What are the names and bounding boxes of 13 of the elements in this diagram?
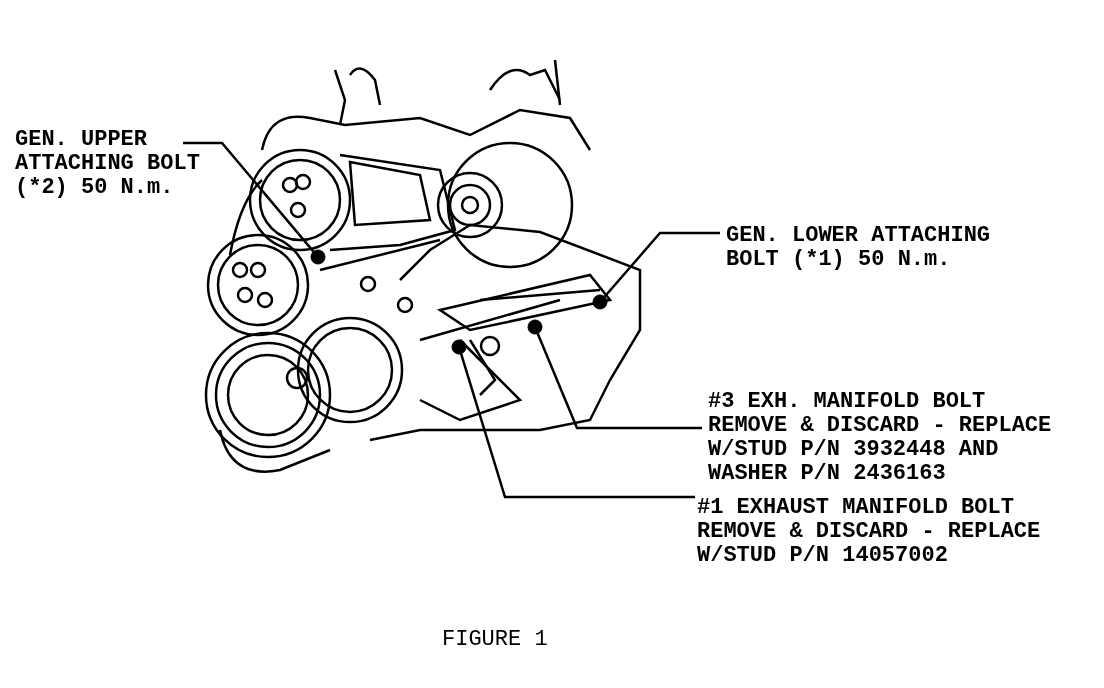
callout-text: GEN. UPPER ATTACHING BOLT (*2) 50 N.m.: [15, 128, 214, 200]
bolt-head: [527, 319, 543, 335]
callout-text: GEN. LOWER ATTACHING BOLT (*1) 50 N.m.: [726, 224, 1004, 272]
leader-line: [183, 141, 315, 253]
bolt-head: [310, 249, 326, 265]
callout-text: #3 EXH. MANIFOLD BOLT REMOVE & DISCARD - REPLACE W/STUD P/N 3932448 AND WASHER P/N 2436163: [708, 390, 1065, 486]
leader-line: [536, 333, 702, 430]
bolt-head: [592, 294, 608, 310]
callout-text: #1 EXHAUST MANIFOLD BOLT REMOVE & DISCARD - REPLACE W/STUD P/N 14057002: [697, 496, 1054, 568]
bolt-head: [451, 339, 467, 355]
leader-line: [459, 353, 695, 499]
figure-caption: FIGURE 1: [442, 628, 548, 652]
leader-line: [603, 231, 720, 298]
